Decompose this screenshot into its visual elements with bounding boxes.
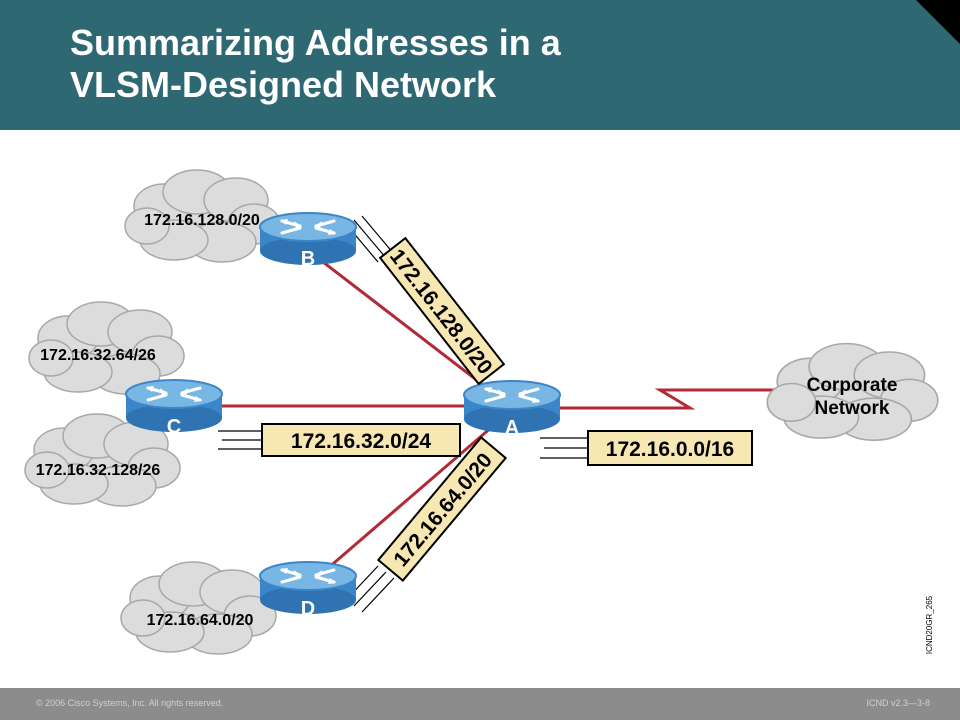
cloud-c1-label: 172.16.32.64/26 bbox=[40, 347, 156, 364]
router-b-label: B bbox=[301, 248, 315, 270]
cloud-b-network: 172.16.128.0/20 bbox=[124, 169, 281, 263]
summary-label-b-to-a: 172.16.128.0/20 bbox=[378, 236, 506, 386]
cloud-b-label: 172.16.128.0/20 bbox=[144, 212, 260, 229]
header-corner-decoration bbox=[916, 0, 960, 44]
figure-id: ICND20GR_265 bbox=[925, 595, 934, 654]
cloud-corporate-network: Corporate Network bbox=[766, 342, 939, 442]
router-d-label: D bbox=[301, 598, 315, 620]
cloud-c-network-1: 172.16.32.64/26 bbox=[28, 301, 185, 395]
router-b: B bbox=[258, 211, 358, 270]
cloud-c-network-2: 172.16.32.128/26 bbox=[24, 413, 181, 507]
slide-footer: © 2006 Cisco Systems, Inc. All rights re… bbox=[0, 688, 960, 720]
summary-label-a-to-corporate: 172.16.0.0/16 bbox=[587, 430, 753, 466]
summary-c-to-a-text: 172.16.32.0/24 bbox=[291, 430, 431, 453]
router-d: D bbox=[258, 560, 358, 620]
summary-label-c-to-a: 172.16.32.0/24 bbox=[261, 423, 461, 457]
link-b-to-a bbox=[309, 250, 501, 400]
links bbox=[210, 250, 780, 577]
corporate-label-line-2: Network bbox=[815, 398, 890, 419]
wan-link-a-to-corporate bbox=[560, 388, 780, 410]
router-c: C bbox=[124, 378, 224, 438]
router-c-label: C bbox=[167, 416, 181, 438]
slide-title-line-2: VLSM-Designed Network bbox=[70, 64, 497, 105]
cloud-d-network: 172.16.64.0/20 bbox=[120, 561, 277, 655]
link-d-to-a bbox=[319, 418, 501, 577]
summary-a-to-corp-text: 172.16.0.0/16 bbox=[606, 438, 734, 461]
cloud-c2-label: 172.16.32.128/26 bbox=[36, 462, 161, 479]
footer-copyright: © 2006 Cisco Systems, Inc. All rights re… bbox=[36, 698, 224, 708]
footer-page-code: ICND v2.3—3-8 bbox=[866, 698, 930, 708]
slide-title: Summarizing Addresses in a VLSM-Designed… bbox=[70, 22, 561, 106]
summary-b-to-a-text: 172.16.128.0/20 bbox=[385, 245, 497, 379]
slide-title-line-1: Summarizing Addresses in a bbox=[70, 22, 561, 63]
cloud-d-label: 172.16.64.0/20 bbox=[147, 612, 254, 629]
slide-header: Summarizing Addresses in a VLSM-Designed… bbox=[0, 0, 960, 130]
router-a-label: A bbox=[505, 417, 519, 439]
router-a: A bbox=[462, 379, 562, 439]
corporate-label-line-1: Corporate bbox=[807, 375, 898, 396]
network-diagram: 172.16.128.0/20 172.16.32.64/26 172.16.3… bbox=[24, 169, 939, 655]
